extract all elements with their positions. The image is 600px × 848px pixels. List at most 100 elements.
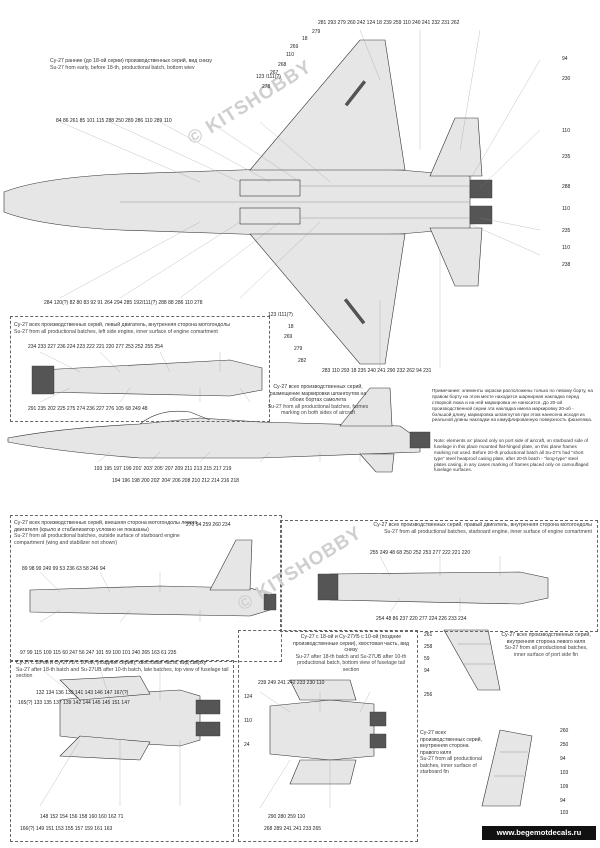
caption-ru: Су-27 всех производственных серий, правы… [373,522,592,528]
tail-bottom-top-numbers: 239 249 241 242 233 230 110 [258,680,325,686]
num: 109 [560,784,569,790]
port-fin-drawing [443,629,501,691]
tail-top-drawing [39,667,221,807]
right-engine-bottom-numbers: 254 48 86 237 220 277 224 226 233 234 [376,616,467,622]
num: 24 [244,742,250,748]
tail-top-row-numbers: 165(?) 133 135 137 139 142 144 145 145 1… [18,700,130,706]
num: 279 [312,29,321,35]
caption-right-engine: Су-27 всех производственных серий, правы… [300,522,592,535]
num: 261 [424,632,433,638]
num: 238 [562,262,571,268]
num: 278 [262,84,271,90]
engine-outer-drawing [29,539,277,623]
caption-port-fin: Су-27 всех производственных серий, внутр… [498,632,594,658]
num: 94 [562,56,568,62]
caption-ru: Су-27 всех производственных серий, внутр… [420,730,482,756]
num: 124 [244,694,253,700]
left-engine-top-numbers: 234 233 227 236 224 223 222 221 220 277 … [28,344,163,350]
left-engine-bottom-numbers: 291 235 202 225 275 274 236 227 276 105 … [28,406,148,412]
right-engine-box [280,520,598,632]
caption-en: Su-27 from early, before 18-th, producti… [50,64,195,71]
tail-top-bottom-numbers-2: 166(?) 149 151 153 155 157 159 161 163 [20,826,113,832]
num: 94 [560,756,566,762]
caption-en: Su-27 from all productional batches, far… [267,403,369,417]
num: 235 [562,228,571,234]
caption-ru: Су-27 всех производственных серий, левый… [14,322,230,328]
num: 250 [560,742,569,748]
right-engine-top-numbers: 255 249 48 68 250 252 253 277 222 221 22… [370,550,471,556]
tail-top-top-numbers: 132 134 136 139 141 143 146 147 167(?) [36,690,129,696]
caption-en: Su-27 from all productional batches, inn… [504,645,588,658]
caption-ru: Су-27 всех производственных серий, внешн… [14,520,198,533]
plan-view-bottom [3,29,541,368]
caption-ru: Су-27 всех производственных серий, внутр… [501,632,591,645]
num: 110 [244,718,252,724]
engine-outer-top-numbers: 270 94 259 260 234 [186,522,231,528]
side-numbers-2: 194 196 198 200 202' 204' 206 208 210 21… [112,478,240,484]
num: 94 [424,668,430,674]
num: 260 [560,728,569,734]
num: 269 [284,334,293,340]
website-link[interactable]: www.begemotdecals.ru [482,826,596,840]
num: 288 [562,184,571,190]
side-view-drawing [7,387,431,473]
num: 103 [560,810,569,816]
engine-outer-box [10,515,282,662]
caption-ru: Су-27 ранние (до 18-ой серии) производст… [50,58,212,64]
num: 110 [286,52,294,58]
starboard-fin-drawing [481,729,533,807]
num: 59 [424,656,430,662]
side-numbers-1: 193 195 197 199 201' 203' 205' 207 209 2… [94,466,232,472]
bottom-tail-numbers: 283 110 293 18 235 240 241 290 232 262 9… [322,368,432,374]
note-en: Note: elements xx' placed only on port s… [434,438,589,473]
tail-top-bottom-numbers: 148 152 154 156 158 160 160 162 71 [40,814,124,820]
caption-en: Su-27 from all productional batches, lef… [14,328,218,335]
mid-numbers: 84 86 261 85 101 115 288 250 289 286 110… [56,118,172,124]
caption-ru: Су-27 всех производственных серий, разме… [269,384,367,403]
num: 269 [290,44,299,50]
num: 123 /111(?) [268,312,293,318]
tail-bottom-bottom-numbers: 290 280 259 110 [268,814,306,820]
caption-en: Su-27 from all productional batches, out… [14,533,180,546]
caption-tail-bottom: Су-27 с 18-ой и Су-27УБ с 10-ой (поздние… [290,634,412,673]
engine-outer-row-numbers: 89 98 99 249 99 53 236 63 58 246 94 [22,566,106,572]
num: 279 [294,346,303,352]
tail-bottom-bottom-numbers-2: 268 289 241 241 233 265 [264,826,321,832]
num: 94 [560,798,566,804]
num: 110 [562,206,570,212]
top-right-numbers: 281 293 279 260 242 124 18 239 259 110 2… [318,20,460,26]
num: 282 [298,358,307,364]
num: 230 [562,76,571,82]
caption-side-view: Су-27 всех производственных серий, разме… [262,384,374,417]
num: 235 [562,154,571,160]
caption-en: Su-27 from all productional batches, sta… [384,528,592,535]
tail-top-box [10,660,234,842]
caption-left-engine: Су-27 всех производственных серий, левый… [14,322,266,335]
caption-ru: Су-27 с 18-ой и Су-27УБ с 10-ой (поздние… [292,634,410,653]
num: 123 /111(?) [256,74,281,80]
caption-tail-top: Су-27 с 18-ой и Су-27УБ с 10-ой, (поздни… [16,660,230,680]
num: 110 [562,245,570,251]
left-engine-inner-drawing [31,351,263,403]
caption-engine-outer: Су-27 всех производственных серий, внешн… [14,520,210,546]
bottom-numbers: 284 120(?) 82 80 83 92 91 264 294 285 19… [44,300,203,306]
tail-bottom-box [238,630,418,842]
num: 267 [270,70,279,76]
right-engine-inner-drawing [317,555,549,613]
caption-bottom-early: Су-27 ранние (до 18-ой серии) производст… [50,58,270,71]
tail-bottom-drawing [259,679,387,809]
num: 18 [288,324,294,330]
note-ru: Примечание: элементы окраски расположены… [432,388,593,423]
caption-en: Su-27 from all productional batches, inn… [420,756,482,775]
num: 258 [424,644,433,650]
num: 103 [560,770,569,776]
caption-ru: Су-27 с 18-ой и Су-27УБ с 10-ой, (поздни… [16,660,207,666]
caption-en: Su-27 after 18-th batch and Su-27UB afte… [16,666,229,680]
num: 256 [424,692,433,698]
left-engine-box [10,316,270,422]
caption-starboard-fin: Су-27 всех производственных серий, внутр… [420,730,484,776]
num: 110 [562,128,570,134]
num: 18 [302,36,308,42]
